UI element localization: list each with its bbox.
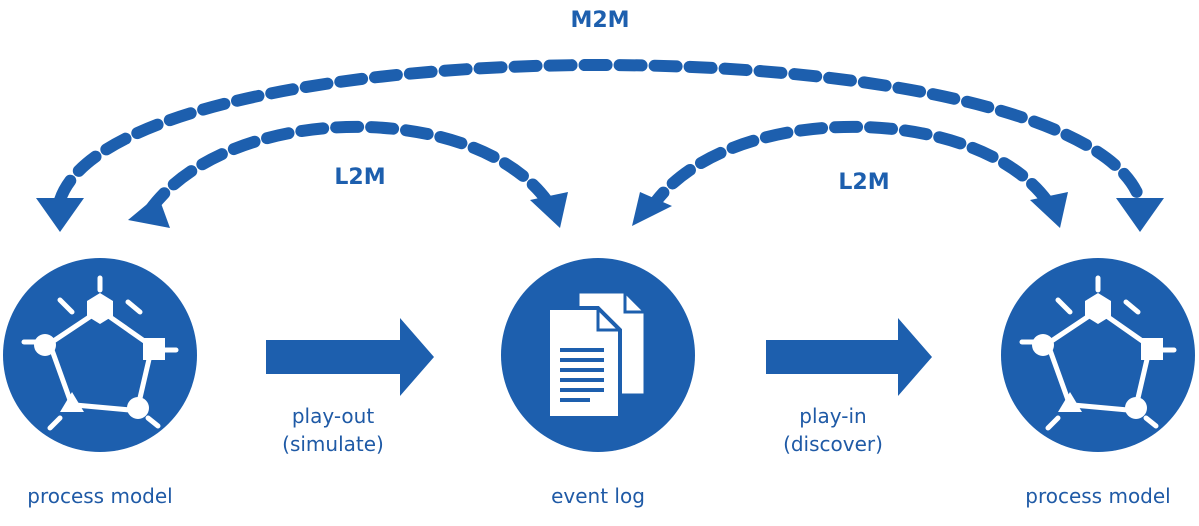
l2m-right-arrowhead-start <box>632 192 672 226</box>
l2m-right-label: L2M <box>838 170 890 195</box>
m2m-arrowhead-right <box>1116 198 1164 232</box>
middle-node-label: event log <box>551 484 645 508</box>
l2m-left-dashed-arc <box>144 120 556 216</box>
l2m-right-dashed-arc <box>644 120 1056 216</box>
event-log-icon <box>501 258 695 452</box>
play-out-sublabel: (simulate) <box>282 432 384 456</box>
play-in-label: play-in <box>799 404 867 428</box>
l2m-left-arrowhead-start <box>128 195 170 228</box>
m2m-arrowhead-left <box>36 198 84 232</box>
play-in-arrow <box>766 318 932 396</box>
process-model-icon <box>1001 258 1195 452</box>
m2m-label: M2M <box>570 8 630 33</box>
play-out-label: play-out <box>291 404 375 428</box>
play-in-sublabel: (discover) <box>783 432 883 456</box>
play-out-arrow <box>266 318 434 396</box>
l2m-left-arrowhead-end <box>530 192 568 228</box>
l2m-left-label: L2M <box>334 165 386 190</box>
right-node-label: process model <box>1025 484 1171 508</box>
m2m-dashed-arc <box>54 59 1146 206</box>
process-model-icon <box>3 258 197 452</box>
l2m-right-arrowhead-end <box>1030 192 1068 228</box>
left-node-label: process model <box>27 484 173 508</box>
